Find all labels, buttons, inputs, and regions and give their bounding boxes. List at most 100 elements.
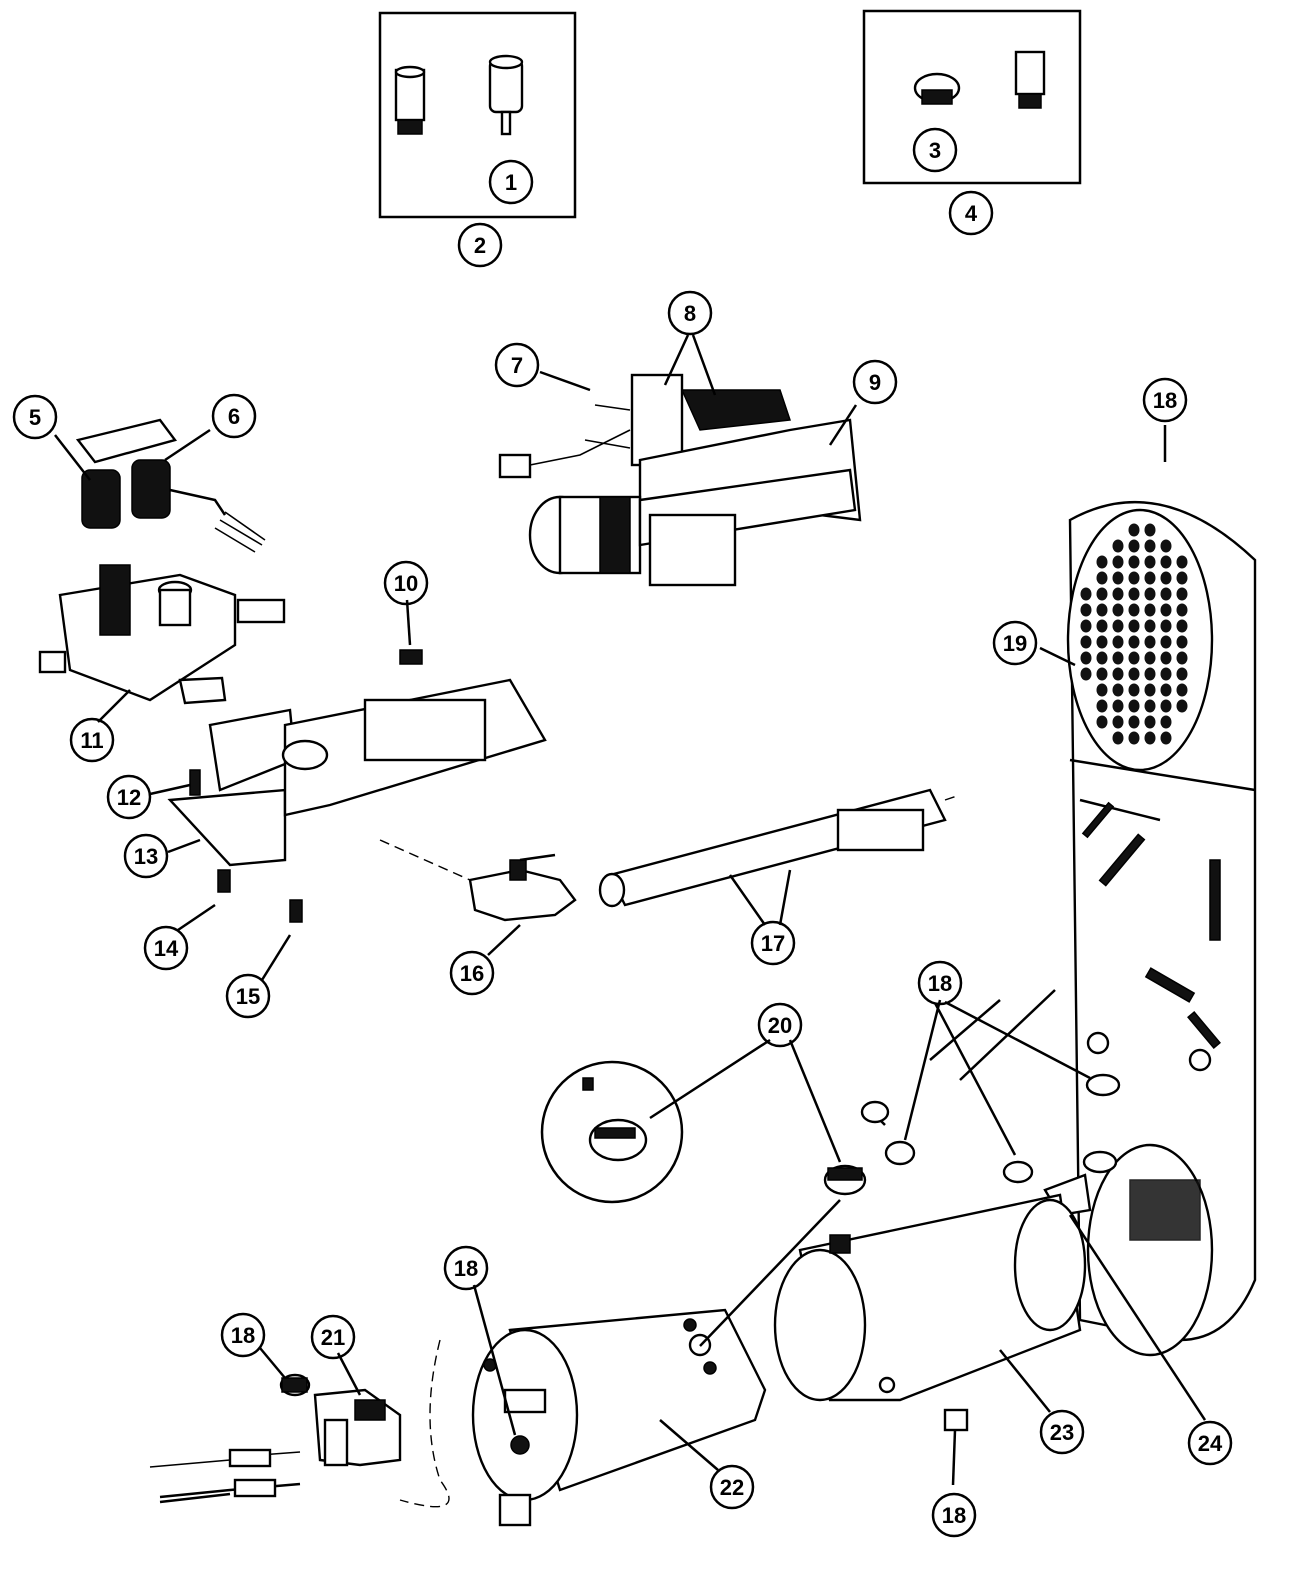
callout-18-chamber: 18 bbox=[443, 1245, 489, 1291]
grille-hole bbox=[1112, 587, 1124, 601]
burner-housing bbox=[773, 1193, 1087, 1432]
grille-hole bbox=[1128, 523, 1140, 537]
grille-hole bbox=[1128, 619, 1140, 633]
callout-14: 14 bbox=[143, 925, 189, 971]
svg-text:9: 9 bbox=[869, 370, 881, 395]
grille-hole bbox=[1128, 683, 1140, 697]
grille-hole bbox=[1128, 587, 1140, 601]
grille-hole bbox=[1176, 555, 1188, 569]
callout-8: 8 bbox=[667, 290, 713, 336]
svg-text:6: 6 bbox=[228, 404, 240, 429]
grille-hole bbox=[1096, 603, 1108, 617]
grille-hole bbox=[1080, 667, 1092, 681]
grille-hole bbox=[1160, 619, 1172, 633]
svg-text:4: 4 bbox=[965, 201, 978, 226]
callout-18-top: 18 bbox=[1142, 377, 1188, 423]
svg-text:18: 18 bbox=[928, 971, 952, 996]
grille-hole bbox=[1176, 571, 1188, 585]
callout-20: 20 bbox=[757, 1002, 803, 1048]
callout-12: 12 bbox=[106, 774, 152, 820]
grille-hole bbox=[1144, 731, 1156, 745]
svg-text:18: 18 bbox=[454, 1256, 478, 1281]
grille-hole bbox=[1080, 651, 1092, 665]
grille-hole bbox=[1128, 555, 1140, 569]
svg-text:1: 1 bbox=[505, 170, 517, 195]
grille-hole bbox=[1112, 635, 1124, 649]
grille-hole bbox=[1160, 715, 1172, 729]
grille-hole bbox=[1080, 603, 1092, 617]
grille-hole bbox=[1144, 667, 1156, 681]
grille-hole bbox=[1128, 635, 1140, 649]
callout-6: 6 bbox=[211, 393, 257, 439]
leader-lines bbox=[54, 334, 1207, 1486]
orifice-kit-box bbox=[378, 11, 577, 219]
grille-hole bbox=[1096, 683, 1108, 697]
callout-11: 11 bbox=[69, 717, 115, 763]
grille-hole bbox=[1128, 731, 1140, 745]
svg-text:13: 13 bbox=[134, 844, 158, 869]
callout-18-igniter: 18 bbox=[220, 1312, 266, 1358]
grille-hole bbox=[1112, 651, 1124, 665]
grille-hole bbox=[1160, 731, 1172, 745]
grille-hole bbox=[1080, 619, 1092, 633]
grille-hole bbox=[1096, 555, 1108, 569]
svg-text:8: 8 bbox=[684, 301, 696, 326]
callout-22: 22 bbox=[709, 1464, 755, 1510]
grille-hole bbox=[1112, 539, 1124, 553]
grille-hole bbox=[1144, 539, 1156, 553]
grille-hole bbox=[1144, 603, 1156, 617]
grille-hole bbox=[1080, 635, 1092, 649]
grille-hole bbox=[1160, 571, 1172, 585]
grille-hole bbox=[1160, 587, 1172, 601]
callout-15: 15 bbox=[225, 973, 271, 1019]
callout-3: 3 bbox=[912, 127, 958, 173]
callout-4: 4 bbox=[948, 190, 994, 236]
grille-hole bbox=[1144, 619, 1156, 633]
grille-hole bbox=[1144, 571, 1156, 585]
callout-9: 9 bbox=[852, 359, 898, 405]
svg-text:17: 17 bbox=[761, 931, 785, 956]
svg-text:18: 18 bbox=[942, 1503, 966, 1528]
callout-18-mid: 18 bbox=[917, 960, 963, 1006]
grille-hole bbox=[1112, 619, 1124, 633]
grille-hole bbox=[1144, 715, 1156, 729]
grille-hole bbox=[1176, 699, 1188, 713]
grille-hole bbox=[1128, 667, 1140, 681]
grille-hole bbox=[1144, 651, 1156, 665]
svg-text:7: 7 bbox=[511, 353, 523, 378]
grille-hole bbox=[1112, 731, 1124, 745]
grille-hole bbox=[1144, 699, 1156, 713]
svg-text:2: 2 bbox=[474, 233, 486, 258]
svg-text:24: 24 bbox=[1198, 1431, 1223, 1456]
grille-hole bbox=[1112, 603, 1124, 617]
grille-hole bbox=[1176, 603, 1188, 617]
burner-assembly bbox=[498, 373, 862, 587]
svg-text:11: 11 bbox=[80, 728, 103, 753]
grille-hole bbox=[1160, 539, 1172, 553]
svg-text:21: 21 bbox=[321, 1325, 345, 1350]
svg-text:5: 5 bbox=[29, 405, 41, 430]
grille-hole bbox=[1112, 571, 1124, 585]
grille-hole bbox=[1128, 539, 1140, 553]
callout-19: 19 bbox=[992, 620, 1038, 666]
grille-hole bbox=[1144, 683, 1156, 697]
grille-hole bbox=[1128, 651, 1140, 665]
grille-hole bbox=[1176, 683, 1188, 697]
grille-hole bbox=[1096, 667, 1108, 681]
callout-16: 16 bbox=[449, 950, 495, 996]
svg-text:10: 10 bbox=[394, 571, 418, 596]
grille-hole bbox=[1080, 587, 1092, 601]
grille-hole bbox=[1128, 603, 1140, 617]
grille-hole bbox=[1160, 555, 1172, 569]
svg-text:23: 23 bbox=[1050, 1420, 1074, 1445]
gas-valve-assembly bbox=[38, 418, 286, 705]
conversion-kit-box bbox=[862, 9, 1082, 185]
grille-hole bbox=[1160, 651, 1172, 665]
svg-text:22: 22 bbox=[720, 1475, 744, 1500]
grille-hole bbox=[1144, 523, 1156, 537]
combustion-chamber bbox=[399, 1308, 767, 1527]
grille-hole bbox=[1176, 667, 1188, 681]
grille-hole bbox=[1176, 587, 1188, 601]
grille-hole bbox=[1096, 715, 1108, 729]
